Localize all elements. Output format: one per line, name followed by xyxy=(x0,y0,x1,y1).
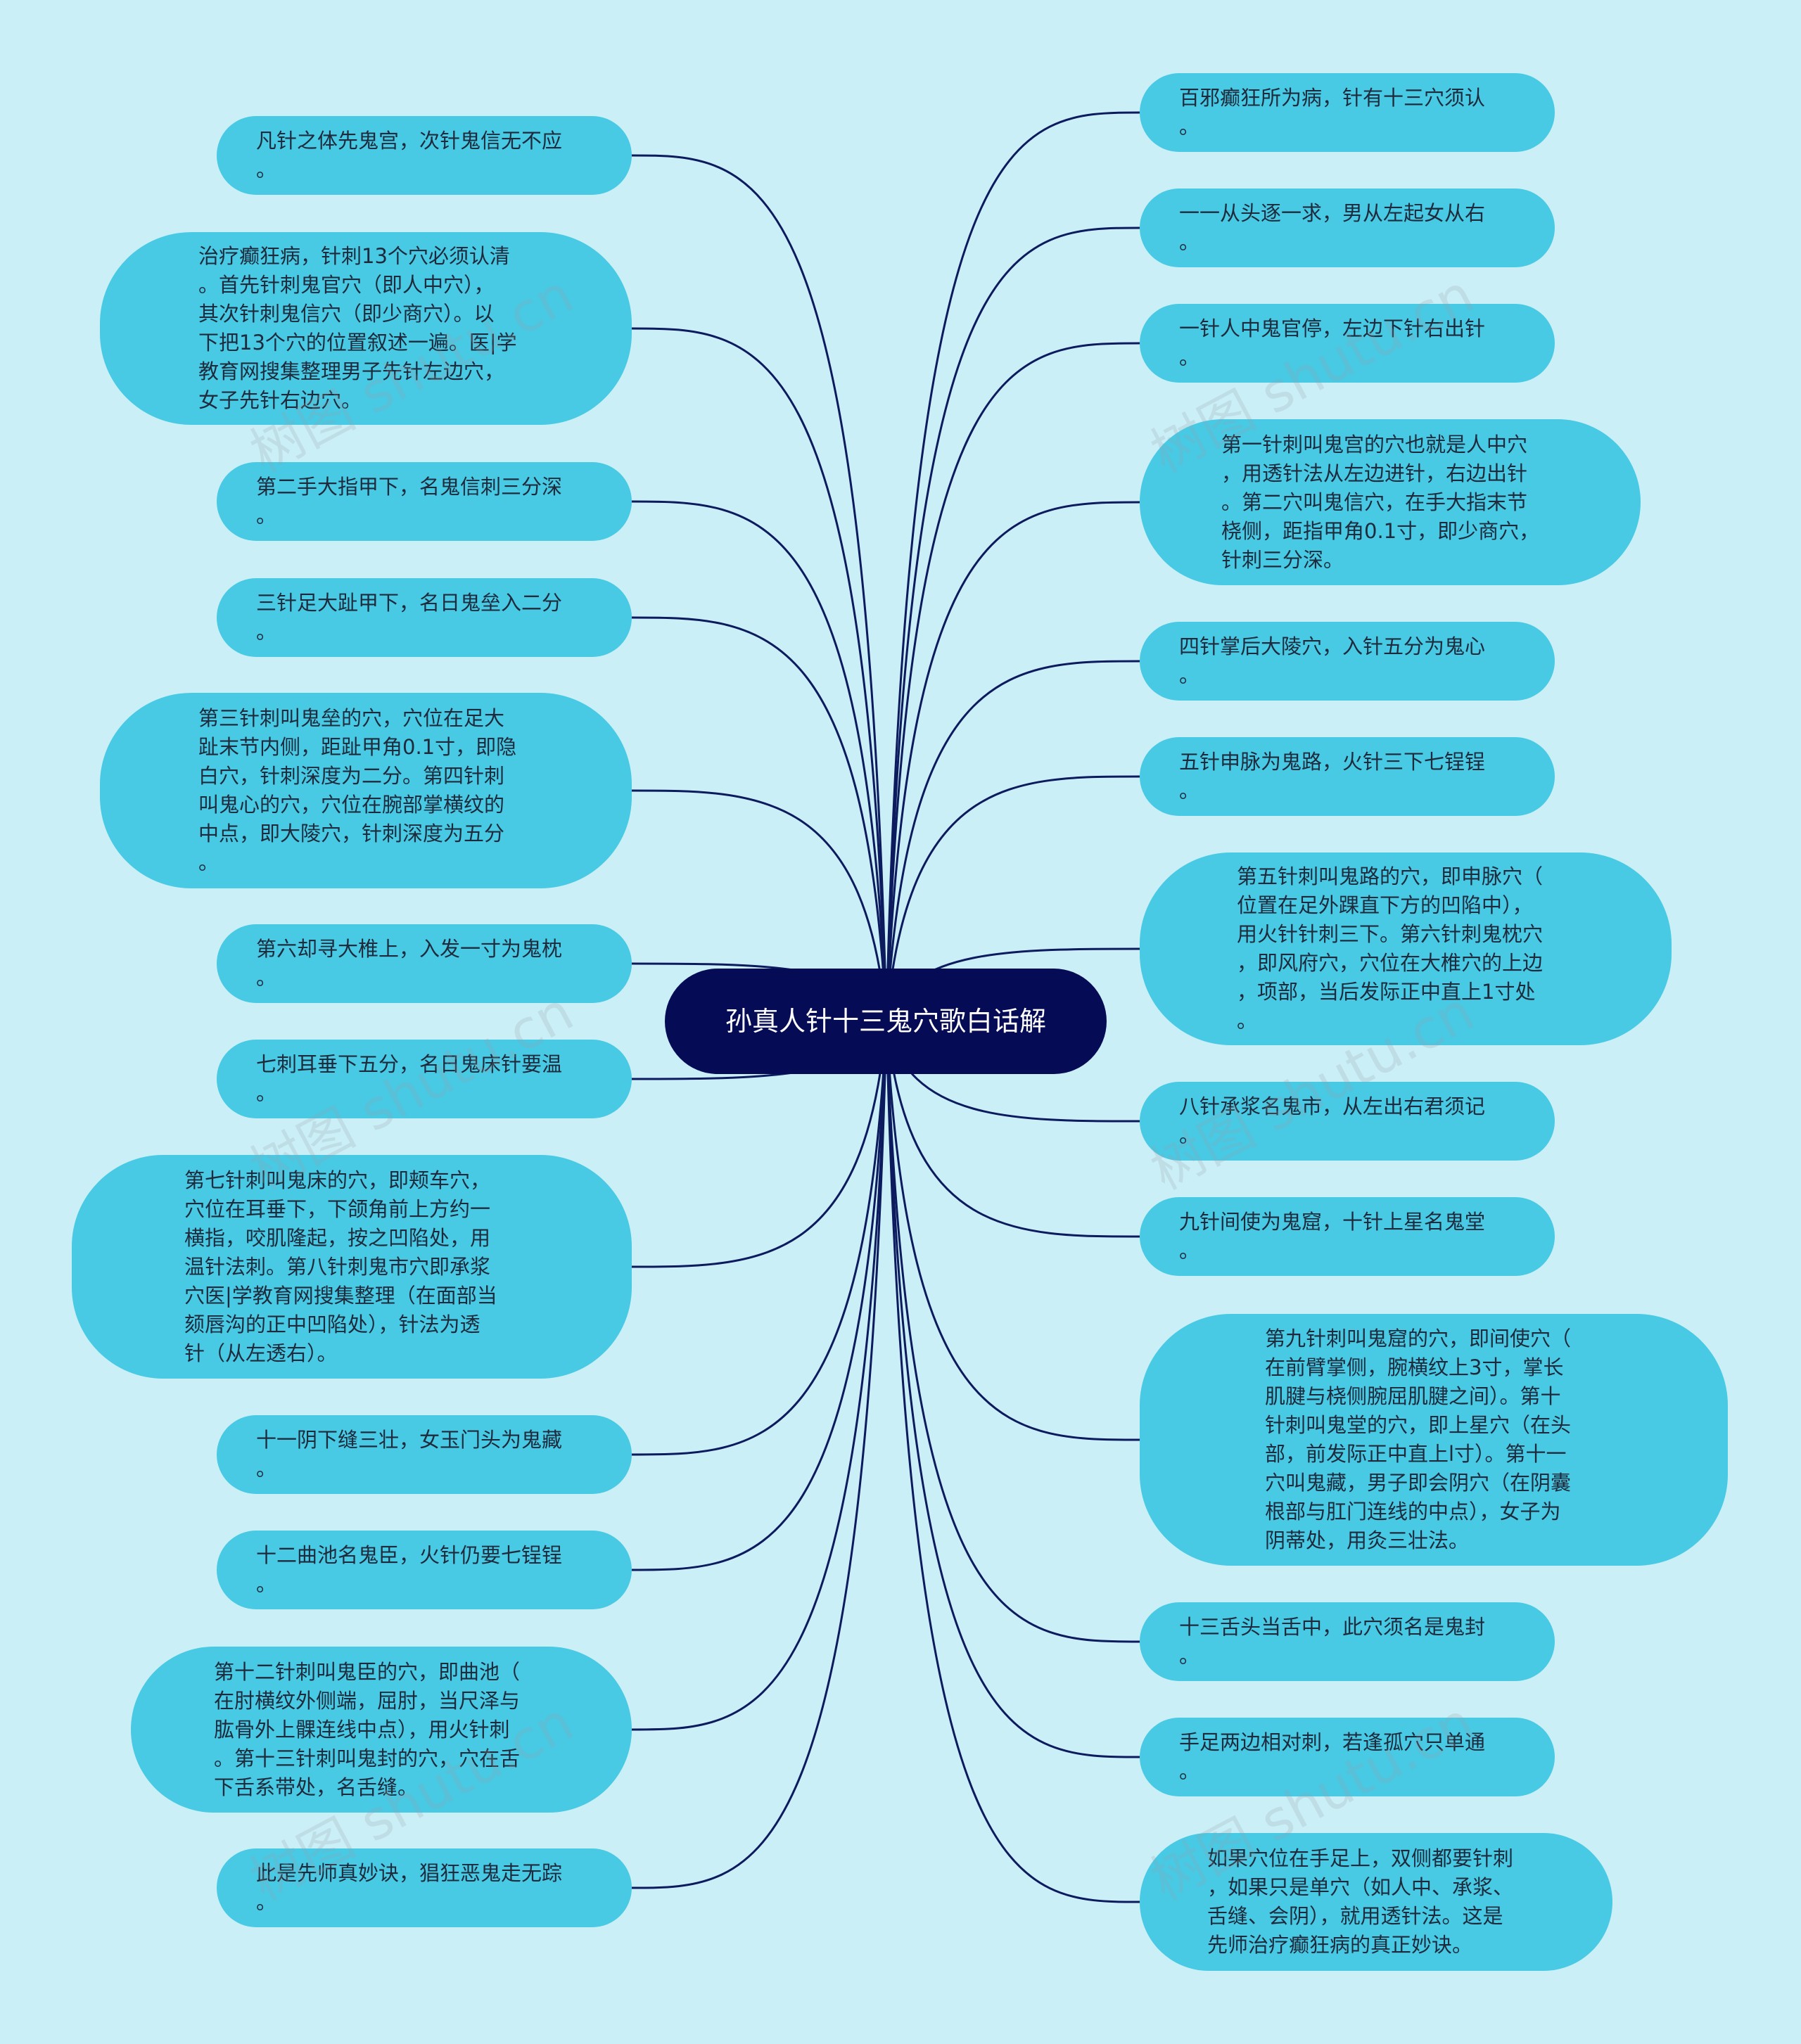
left-connector xyxy=(631,500,888,1022)
node-text: 此是先师真妙诀，猖狂恶鬼走无踪 。 xyxy=(256,1861,563,1914)
node-text: 手足两边相对刺，若逢孤穴只单通 。 xyxy=(1179,1730,1486,1783)
left-node[interactable]: 第六却寻大椎上，入发一寸为鬼枕 。 xyxy=(217,924,632,1003)
node-text: 第十二针刺叫鬼臣的穴，即曲池（ 在肘横纹外侧端，屈肘，当尺泽与 肱骨外上髁连线中… xyxy=(214,1659,521,1799)
node-text: 一一从头逐一求，男从左起女从右 。 xyxy=(1179,201,1486,254)
node-text: 百邪癫狂所为病，针有十三穴须认 。 xyxy=(1179,86,1486,139)
left-node[interactable]: 第二手大指甲下，名鬼信刺三分深 。 xyxy=(217,462,632,541)
left-node[interactable]: 治疗癫狂病，针刺13个穴必须认清 。首先针刺鬼官穴（即人中穴）， 其次针刺鬼信穴… xyxy=(100,232,632,425)
right-connector xyxy=(885,111,1140,1022)
right-connector xyxy=(885,1021,1140,1758)
right-node[interactable]: 一针人中鬼官停，左边下针右出针 。 xyxy=(1140,304,1555,383)
node-text: 治疗癫狂病，针刺13个穴必须认清 。首先针刺鬼官穴（即人中穴）， 其次针刺鬼信穴… xyxy=(198,244,517,412)
right-connector xyxy=(885,1021,1140,1903)
left-connector xyxy=(631,1021,888,1571)
right-node[interactable]: 八针承浆名鬼市，从左出右君须记 。 xyxy=(1140,1082,1555,1161)
root-node[interactable]: 孙真人针十三鬼穴歌白话解 xyxy=(665,969,1107,1074)
node-text: 如果穴位在手足上，双侧都要针刺 ，如果只是单穴（如人中、承浆、 舌缝、会阴），就… xyxy=(1207,1846,1514,1957)
node-text: 五针申脉为鬼路，火针三下七锃锃 。 xyxy=(1179,750,1486,803)
left-connector xyxy=(631,327,888,1022)
left-connector xyxy=(631,1021,888,1889)
right-connector xyxy=(885,1021,1140,1441)
right-connector xyxy=(885,775,1140,1022)
right-node[interactable]: 一一从头逐一求，男从左起女从右 。 xyxy=(1140,189,1555,267)
node-text: 四针掌后大陵穴，入针五分为鬼心 。 xyxy=(1179,634,1486,687)
node-text: 凡针之体先鬼宫，次针鬼信无不应 。 xyxy=(256,129,563,181)
right-node[interactable]: 四针掌后大陵穴，入针五分为鬼心 。 xyxy=(1140,622,1555,701)
node-text: 九针间使为鬼窟，十针上星名鬼堂 。 xyxy=(1179,1210,1486,1263)
left-node[interactable]: 七刺耳垂下五分，名日鬼床针要温 。 xyxy=(217,1040,632,1118)
right-connector xyxy=(885,501,1140,1022)
left-node[interactable]: 第十二针刺叫鬼臣的穴，即曲池（ 在肘横纹外侧端，屈肘，当尺泽与 肱骨外上髁连线中… xyxy=(131,1647,632,1813)
node-text: 十二曲池名鬼臣，火针仍要七锃锃 。 xyxy=(256,1543,563,1596)
right-node[interactable]: 手足两边相对刺，若逢孤穴只单通 。 xyxy=(1140,1718,1555,1796)
right-node[interactable]: 五针申脉为鬼路，火针三下七锃锃 。 xyxy=(1140,737,1555,816)
left-connector xyxy=(631,1021,888,1456)
right-connector xyxy=(885,1021,1140,1238)
node-text: 第六却寻大椎上，入发一寸为鬼枕 。 xyxy=(256,937,563,990)
right-node[interactable]: 第五针刺叫鬼路的穴，即申脉穴（ 位置在足外踝直下方的凹陷中）， 用火针针刺三下。… xyxy=(1140,852,1672,1045)
left-node[interactable]: 此是先师真妙诀，猖狂恶鬼走无踪 。 xyxy=(217,1848,632,1927)
right-connector xyxy=(885,226,1140,1022)
node-text: 一针人中鬼官停，左边下针右出针 。 xyxy=(1179,317,1486,369)
right-connector xyxy=(885,1021,1140,1643)
node-text: 十三舌头当舌中，此穴须名是鬼封 。 xyxy=(1179,1615,1486,1668)
left-connector xyxy=(631,1021,888,1731)
right-node[interactable]: 十三舌头当舌中，此穴须名是鬼封 。 xyxy=(1140,1602,1555,1681)
left-node[interactable]: 十一阴下缝三壮，女玉门头为鬼藏 。 xyxy=(217,1415,632,1494)
root-label: 孙真人针十三鬼穴歌白话解 xyxy=(725,1006,1046,1037)
left-connector xyxy=(631,154,888,1022)
node-text: 八针承浆名鬼市，从左出右君须记 。 xyxy=(1179,1094,1486,1147)
left-node[interactable]: 第七针刺叫鬼床的穴，即颊车穴， 穴位在耳垂下，下颌角前上方约一 横指，咬肌隆起，… xyxy=(72,1155,632,1379)
node-text: 十一阴下缝三壮，女玉门头为鬼藏 。 xyxy=(256,1428,563,1481)
right-node[interactable]: 第九针刺叫鬼窟的穴，即间使穴（ 在前臂掌侧，腕横纹上3寸，掌长 肌腱与桡侧腕屈肌… xyxy=(1140,1314,1728,1566)
left-node[interactable]: 十二曲池名鬼臣，火针仍要七锃锃 。 xyxy=(217,1531,632,1609)
node-text: 第一针刺叫鬼宫的穴也就是人中穴 ，用透针法从左边进针，右边出针 。第二穴叫鬼信穴… xyxy=(1221,432,1540,572)
node-text: 第二手大指甲下，名鬼信刺三分深 。 xyxy=(256,475,563,528)
left-node[interactable]: 三针足大趾甲下，名日鬼垒入二分 。 xyxy=(217,578,632,657)
left-node[interactable]: 凡针之体先鬼宫，次针鬼信无不应 。 xyxy=(217,116,632,195)
left-connector xyxy=(631,789,888,1022)
right-connector xyxy=(885,342,1140,1022)
node-text: 七刺耳垂下五分，名日鬼床针要温 。 xyxy=(256,1052,563,1105)
node-text: 三针足大趾甲下，名日鬼垒入二分 。 xyxy=(256,591,563,644)
left-connector xyxy=(631,616,888,1022)
node-text: 第七针刺叫鬼床的穴，即颊车穴， 穴位在耳垂下，下颌角前上方约一 横指，咬肌隆起，… xyxy=(184,1168,497,1365)
right-node[interactable]: 百邪癫狂所为病，针有十三穴须认 。 xyxy=(1140,73,1555,152)
right-node[interactable]: 如果穴位在手足上，双侧都要针刺 ，如果只是单穴（如人中、承浆、 舌缝、会阴），就… xyxy=(1140,1833,1612,1971)
left-connector xyxy=(631,1021,888,1268)
right-node[interactable]: 九针间使为鬼窟，十针上星名鬼堂 。 xyxy=(1140,1197,1555,1276)
node-text: 第三针刺叫鬼垒的穴，穴位在足大 趾末节内侧，距趾甲角0.1寸，即隐 白穴，针刺深… xyxy=(198,706,517,874)
right-connector xyxy=(885,660,1140,1022)
node-text: 第九针刺叫鬼窟的穴，即间使穴（ 在前臂掌侧，腕横纹上3寸，掌长 肌腱与桡侧腕屈肌… xyxy=(1265,1327,1572,1552)
left-node[interactable]: 第三针刺叫鬼垒的穴，穴位在足大 趾末节内侧，距趾甲角0.1寸，即隐 白穴，针刺深… xyxy=(100,693,632,888)
node-text: 第五针刺叫鬼路的穴，即申脉穴（ 位置在足外踝直下方的凹陷中）， 用火针针刺三下。… xyxy=(1237,864,1544,1033)
right-node[interactable]: 第一针刺叫鬼宫的穴也就是人中穴 ，用透针法从左边进针，右边出针 。第二穴叫鬼信穴… xyxy=(1140,419,1641,585)
